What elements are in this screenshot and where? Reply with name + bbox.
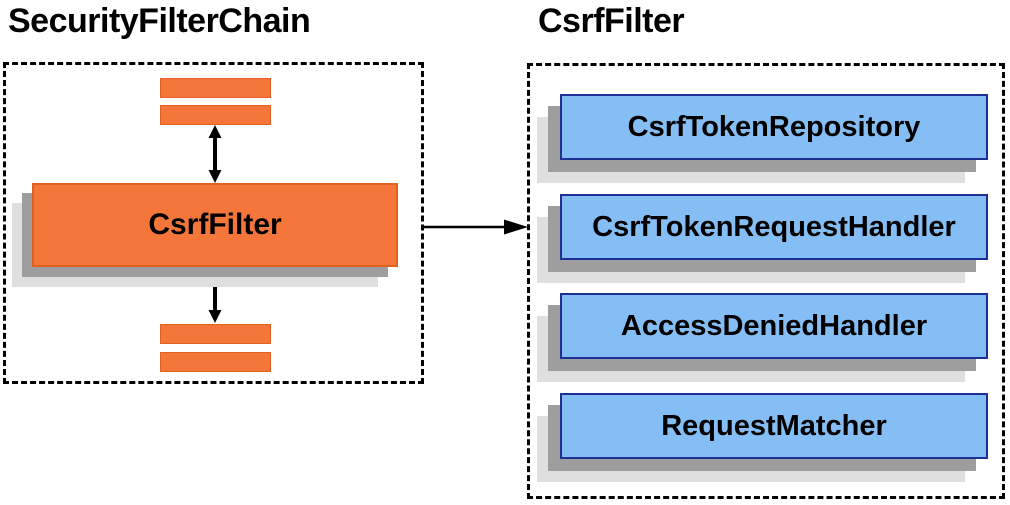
right-arrow-icon bbox=[424, 219, 528, 235]
request-matcher-box: RequestMatcher bbox=[560, 393, 988, 459]
csrf-token-request-handler-box: CsrfTokenRequestHandler bbox=[560, 194, 988, 260]
filter-bar-icon bbox=[160, 352, 271, 372]
security-filter-chain-box bbox=[3, 62, 424, 384]
access-denied-handler-box: AccessDeniedHandler bbox=[560, 293, 988, 359]
component-stack-csrf-token-request-handler: CsrfTokenRequestHandler bbox=[537, 194, 988, 283]
csrf-filter-stack: CsrfFilter bbox=[12, 183, 398, 287]
csrf-filter-title: CsrfFilter bbox=[538, 2, 685, 40]
component-stack-csrf-token-repository: CsrfTokenRepository bbox=[537, 94, 988, 183]
component-stack-request-matcher: RequestMatcher bbox=[537, 393, 988, 482]
filter-bar-icon bbox=[160, 324, 271, 344]
up-down-arrow-icon bbox=[208, 125, 222, 183]
filter-bar-icon bbox=[160, 78, 271, 98]
csrf-filter-components-box bbox=[527, 63, 1005, 499]
component-stack-access-denied-handler: AccessDeniedHandler bbox=[537, 293, 988, 382]
filter-bar-icon bbox=[160, 105, 271, 125]
security-filter-chain-title: SecurityFilterChain bbox=[8, 2, 311, 40]
csrf-filter-box: CsrfFilter bbox=[32, 183, 398, 267]
csrf-token-repository-box: CsrfTokenRepository bbox=[560, 94, 988, 160]
